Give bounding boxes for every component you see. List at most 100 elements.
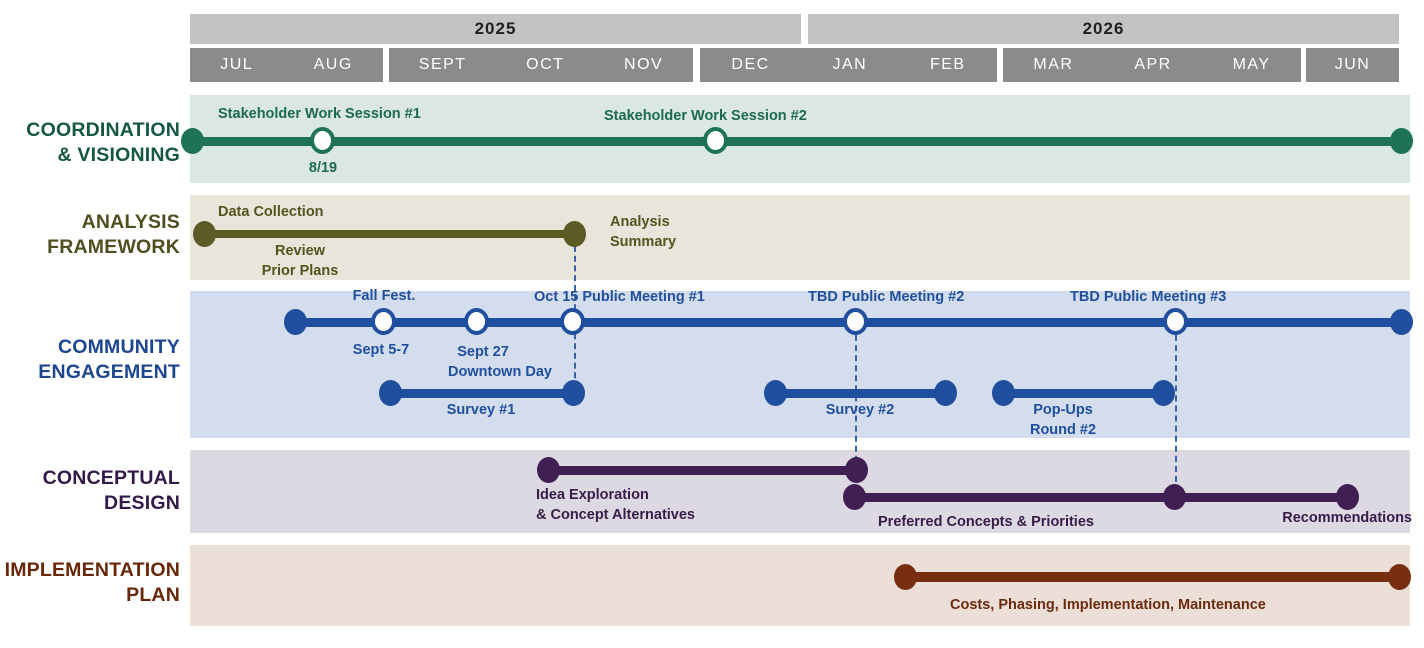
dashed-connector-meeting2-concepts <box>855 335 857 492</box>
milestone-circle-fall-fest <box>371 308 396 335</box>
event-dot-analysis-end <box>563 221 586 247</box>
row-label-coordination: COORDINATION & VISIONING <box>0 118 180 168</box>
milestone-circle-downtown-day <box>464 308 489 335</box>
milestone-circle-public-meeting-2 <box>843 308 868 335</box>
milestone-circle-public-meeting-1 <box>560 308 585 335</box>
event-dot-survey1-start <box>379 380 402 406</box>
event-dot-survey1-end <box>562 380 585 406</box>
label-line: Summary <box>610 234 677 250</box>
month-segment-dec-feb: DEC JAN FEB <box>700 48 997 82</box>
label-line: & Concept Alternatives <box>536 507 695 523</box>
label-work-session-1: Stakeholder Work Session #1 <box>218 106 421 122</box>
label-survey-2: Survey #2 <box>825 402 895 418</box>
label-data-collection: Data Collection <box>218 204 324 220</box>
label-public-meeting-1: Oct 15 Public Meeting #1 <box>534 289 705 305</box>
month-label: SEPT <box>418 56 467 73</box>
label-idea-exploration: Idea Exploration & Concept Alternatives <box>536 485 695 525</box>
label-review-prior-plans: Review Prior Plans <box>240 241 360 281</box>
event-dot-coordination-end <box>1390 128 1413 154</box>
milestone-circle-work-session-1 <box>310 127 335 154</box>
milestone-circle-work-session-2 <box>703 127 728 154</box>
event-dot-recommendations <box>1336 484 1359 510</box>
year-label: 2025 <box>474 19 517 38</box>
bar-preferred-concepts <box>854 493 1347 502</box>
label-line: Idea Exploration <box>536 487 649 503</box>
label-public-meeting-2: TBD Public Meeting #2 <box>808 289 965 305</box>
label-line: Pop-Ups <box>1033 402 1093 418</box>
month-segment-sept-nov: SEPT OCT NOV <box>389 48 693 82</box>
label-work-session-1-date: 8/19 <box>308 160 338 176</box>
row-label-line: & VISIONING <box>57 144 180 166</box>
label-popups: Pop-Ups Round #2 <box>1003 400 1123 440</box>
month-label: APR <box>1134 56 1172 73</box>
label-fall-fest: Fall Fest. <box>352 288 416 304</box>
row-label-line: ANALYSIS <box>81 211 180 233</box>
month-label: NOV <box>624 56 664 73</box>
timeline-analysis <box>205 230 575 238</box>
event-dot-implementation-end <box>1388 564 1411 590</box>
bar-survey-2 <box>775 389 945 398</box>
bar-implementation <box>906 572 1400 582</box>
event-dot-preferred-start <box>843 484 866 510</box>
row-label-implementation: IMPLEMENTATION PLAN <box>0 558 180 608</box>
event-dot-popups-end <box>1152 380 1175 406</box>
event-dot-analysis-start <box>193 221 216 247</box>
month-label: JUL <box>220 56 254 73</box>
row-label-line: COORDINATION <box>26 119 180 141</box>
month-segment-mar-may: MAR APR MAY <box>1003 48 1301 82</box>
label-downtown-day: Downtown Day <box>448 364 552 380</box>
label-downtown-day-date: Sept 27 <box>457 344 509 360</box>
label-line: Analysis <box>610 214 670 230</box>
timeline-coordination <box>193 137 1402 146</box>
year-label: 2026 <box>1082 19 1125 38</box>
year-bar-2025: 2025 <box>190 14 801 44</box>
label-line: Prior Plans <box>261 263 339 279</box>
month-label: JUN <box>1334 56 1371 73</box>
row-label-community: COMMUNITY ENGAGEMENT <box>0 335 180 385</box>
label-line: Review <box>275 243 325 259</box>
event-dot-idea-start <box>537 457 560 483</box>
month-segment-jun: JUN <box>1306 48 1399 82</box>
label-public-meeting-3: TBD Public Meeting #3 <box>1070 289 1227 305</box>
row-label-line: FRAMEWORK <box>47 236 180 258</box>
month-label: DEC <box>731 56 770 73</box>
label-work-session-2: Stakeholder Work Session #2 <box>604 108 807 124</box>
month-segment-jul-aug: JUL AUG <box>190 48 383 82</box>
month-label: JAN <box>832 56 868 73</box>
label-line: Round #2 <box>1029 422 1097 438</box>
row-label-line: ENGAGEMENT <box>38 361 180 383</box>
event-dot-survey2-end <box>934 380 957 406</box>
phase-band-implementation <box>190 545 1410 626</box>
row-label-line: PLAN <box>126 584 180 606</box>
row-label-line: CONCEPTUAL <box>42 467 180 489</box>
month-label: MAR <box>1033 56 1074 73</box>
month-label: OCT <box>526 56 565 73</box>
row-label-conceptual: CONCEPTUAL DESIGN <box>0 466 180 516</box>
label-survey-1: Survey #1 <box>446 402 516 418</box>
label-fall-fest-date: Sept 5-7 <box>352 342 410 358</box>
event-dot-popups-start <box>992 380 1015 406</box>
bar-popups-round-2 <box>1003 389 1163 398</box>
phase-band-conceptual <box>190 450 1410 533</box>
bar-idea-exploration <box>548 466 856 475</box>
event-dot-idea-end <box>845 457 868 483</box>
year-bar-2026: 2026 <box>808 14 1399 44</box>
milestone-circle-public-meeting-3 <box>1163 308 1188 335</box>
label-preferred-concepts: Preferred Concepts & Priorities <box>878 514 1094 530</box>
dashed-connector-meeting3-concepts <box>1175 335 1177 492</box>
event-dot-coordination-start <box>181 128 204 154</box>
label-recommendations: Recommendations <box>1282 510 1412 526</box>
month-label: FEB <box>929 56 966 73</box>
bar-survey-1 <box>390 389 573 398</box>
label-costs-phasing: Costs, Phasing, Implementation, Maintena… <box>950 597 1266 613</box>
row-label-analysis: ANALYSIS FRAMEWORK <box>0 210 180 260</box>
event-dot-community-start <box>284 309 307 335</box>
event-dot-survey2-start <box>764 380 787 406</box>
row-label-line: DESIGN <box>104 492 180 514</box>
row-label-line: COMMUNITY <box>57 336 180 358</box>
event-dot-community-end <box>1390 309 1413 335</box>
label-analysis-summary: Analysis Summary <box>610 212 676 252</box>
month-label: MAY <box>1232 56 1271 73</box>
event-dot-preferred-mid <box>1163 484 1186 510</box>
